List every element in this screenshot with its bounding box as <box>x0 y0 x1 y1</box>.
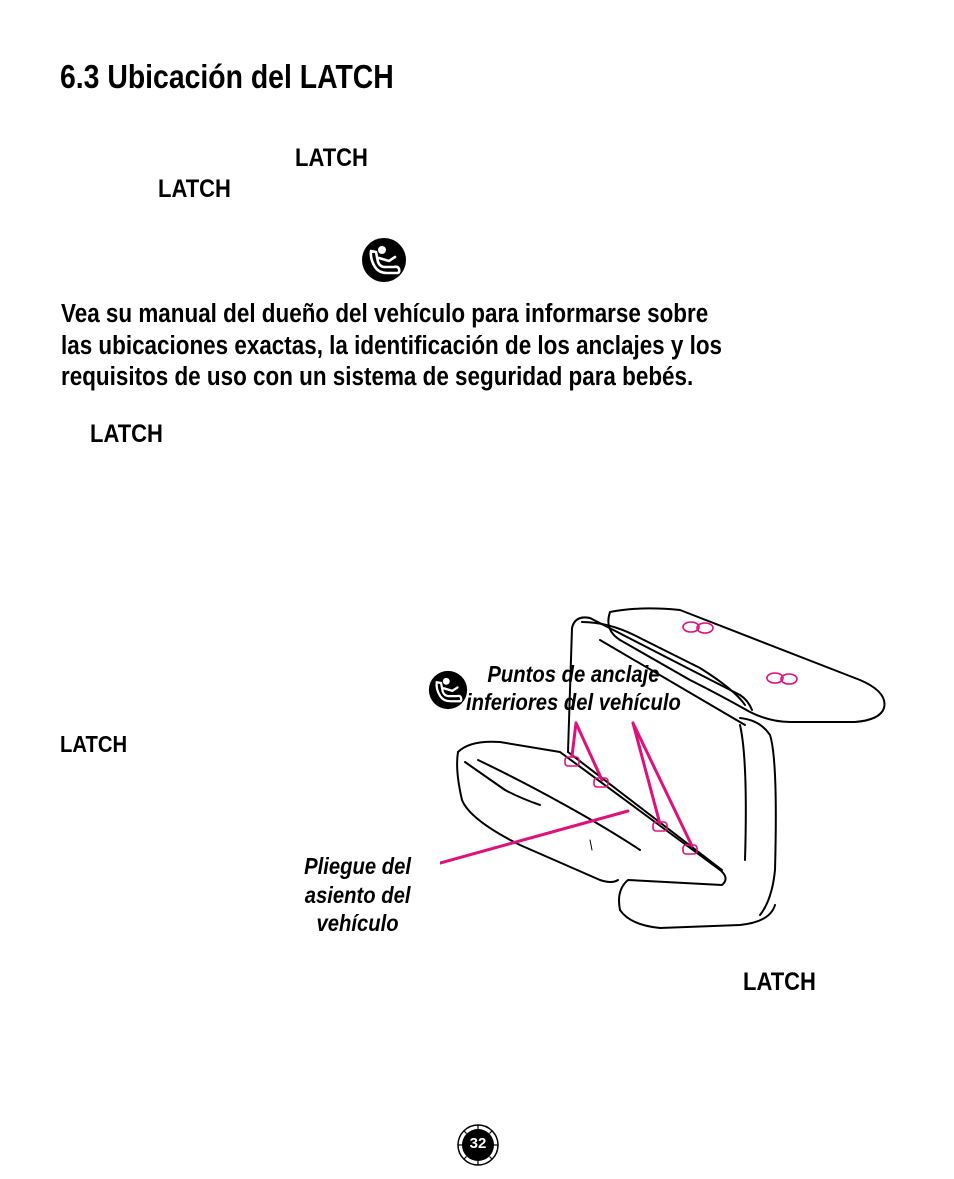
latch-term: LATCH <box>158 175 231 203</box>
page-number: 32 <box>469 1135 487 1152</box>
latch-term: LATCH <box>743 968 816 996</box>
vehicle-seat-diagram <box>440 607 886 929</box>
label-line: vehículo <box>316 910 399 936</box>
latch-child-seat-icon <box>428 670 468 710</box>
latch-term: LATCH <box>60 731 128 757</box>
seat-crease-label: Pliegue del asiento del vehículo <box>296 852 419 938</box>
paragraph-line: requisitos de uso con un sistema de segu… <box>61 363 694 391</box>
latch-term: LATCH <box>90 420 163 448</box>
instruction-paragraph: Vea su manual del dueño del vehículo par… <box>61 299 722 394</box>
latch-child-seat-icon <box>362 238 406 282</box>
label-line: asiento del <box>304 881 411 908</box>
label-line: Pliegue del <box>304 853 412 879</box>
label-line: Puntos de anclaje <box>487 661 660 687</box>
page-number-badge <box>457 1124 499 1166</box>
paragraph-line: Vea su manual del dueño del vehículo par… <box>61 300 709 328</box>
anchor-points-label: Puntos de anclaje inferiores del vehícul… <box>466 660 681 716</box>
latch-term: LATCH <box>295 144 368 172</box>
paragraph-line: las ubicaciones exactas, la identificaci… <box>61 331 723 360</box>
page-title: 6.3 Ubicación del LATCH <box>60 58 394 95</box>
label-line: inferiores del vehículo <box>466 689 681 715</box>
